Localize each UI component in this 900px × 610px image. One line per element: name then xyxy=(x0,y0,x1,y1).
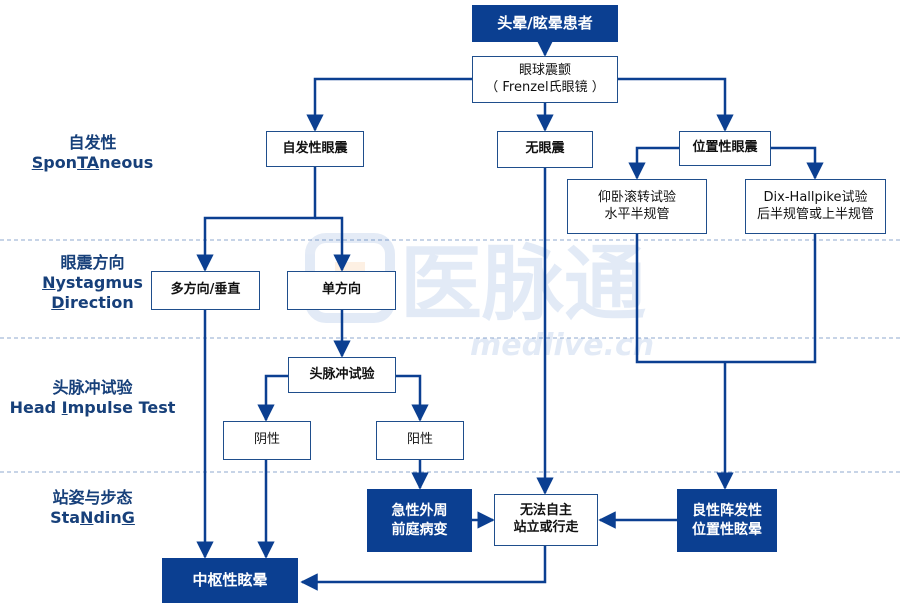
arrow-spontaneous-to-multi xyxy=(196,166,317,272)
node-text: 无法自主 xyxy=(519,503,572,519)
node-text: 位置性眩晕 xyxy=(692,521,762,538)
node-start: 头晕/眩晕患者 xyxy=(472,5,618,42)
node-acute-peripheral: 急性外周 前庭病变 xyxy=(367,489,472,552)
section-en: SponTAneous xyxy=(0,153,185,173)
node-text: 急性外周 xyxy=(391,503,448,520)
arrow-positional-to-supine xyxy=(628,146,679,180)
en-part: I xyxy=(61,398,68,417)
arrow-spontaneous-to-single xyxy=(315,216,351,272)
en-part: Head xyxy=(9,398,62,417)
en-part: ystagmus xyxy=(55,273,143,292)
connector-dix-down xyxy=(725,234,817,364)
section-cn: 头脉冲试验 xyxy=(52,378,133,397)
node-unable-to-stand: 无法自主 站立或行走 xyxy=(494,494,598,546)
node-bppv: 良性阵发性 位置性眩晕 xyxy=(677,489,777,552)
section-en-line2: Direction xyxy=(0,293,185,313)
section-cn: 站姿与步态 xyxy=(52,488,133,507)
arrow-positional-to-dix xyxy=(771,146,824,180)
watermark-en: medlive.cn xyxy=(470,328,654,363)
arrow-unable-to-central xyxy=(300,546,547,591)
en-part: neous xyxy=(99,153,154,172)
en-part: irection xyxy=(64,293,134,312)
node-text: 多方向/垂直 xyxy=(170,282,241,298)
section-label-spontaneous: 自发性 SponTAneous xyxy=(0,133,185,173)
node-supine-roll: 仰卧滚转试验 水平半规管 xyxy=(567,179,707,234)
node-text: 头晕/眩晕患者 xyxy=(497,13,593,32)
en-part: N xyxy=(80,508,94,527)
node-central-vertigo: 中枢性眩晕 xyxy=(162,558,298,603)
node-positive: 阳性 xyxy=(376,421,464,460)
en-part: Sta xyxy=(50,508,81,527)
node-text: 无眼震 xyxy=(525,141,565,157)
node-spontaneous: 自发性眼震 xyxy=(266,131,364,167)
node-text: 阳性 xyxy=(406,432,433,448)
node-text: 后半规管或上半规管 xyxy=(756,206,874,222)
section-en: StaNdinG xyxy=(0,508,185,528)
connector-supine-down xyxy=(635,234,725,364)
node-text: 站立或行走 xyxy=(513,520,579,535)
node-text: 位置性眼震 xyxy=(692,140,758,156)
node-text: 良性阵发性 xyxy=(692,503,762,520)
arrow-nystagmus-to-positional xyxy=(618,77,734,132)
section-dividers xyxy=(0,239,900,473)
section-en: Nystagmus xyxy=(0,273,185,293)
node-text: 头脉冲试验 xyxy=(309,366,375,382)
arrow-hit-to-positive xyxy=(396,374,429,422)
node-nystagmus: 眼球震颤 （ Frenzel氏眼镜 ） xyxy=(472,56,618,103)
node-text: 前庭病变 xyxy=(391,521,448,538)
node-dix-hallpike: Dix-Hallpike试验 后半规管或上半规管 xyxy=(745,179,886,234)
section-label-standing: 站姿与步态 StaNdinG xyxy=(0,488,185,528)
node-head-impulse-test: 头脉冲试验 xyxy=(288,357,396,393)
section-cn: 自发性 xyxy=(68,133,117,152)
en-part: N xyxy=(42,273,56,292)
en-part: S xyxy=(31,153,44,172)
node-text: 水平半规管 xyxy=(604,206,670,222)
en-part: din xyxy=(93,508,122,527)
node-multi-direction: 多方向/垂直 xyxy=(151,271,260,310)
en-part: pon xyxy=(43,153,78,172)
node-positional: 位置性眼震 xyxy=(679,131,771,166)
node-text: 中枢性眩晕 xyxy=(192,570,268,589)
en-part: G xyxy=(121,508,135,527)
section-en: Head Impulse Test xyxy=(0,398,185,418)
node-text: 单方向 xyxy=(321,282,361,298)
node-none: 无眼震 xyxy=(497,131,593,168)
node-text: 眼球震颤 xyxy=(518,62,571,78)
node-negative: 阴性 xyxy=(223,421,311,460)
node-text: 仰卧滚转试验 xyxy=(597,189,676,205)
section-cn: 眼震方向 xyxy=(60,253,125,272)
arrow-hit-to-negative xyxy=(257,374,288,422)
node-text: Dix-Hallpike试验 xyxy=(763,189,868,205)
en-part: D xyxy=(51,293,65,312)
en-part: TA xyxy=(77,153,100,172)
section-label-nystagmus-direction: 眼震方向 Nystagmus Direction xyxy=(0,253,185,313)
node-text: 阴性 xyxy=(253,432,280,448)
node-single-direction: 单方向 xyxy=(287,271,396,310)
en-part: mpulse Test xyxy=(67,398,176,417)
watermark-cn: 医脉通 xyxy=(400,237,646,332)
arrow-nystagmus-to-spontaneous xyxy=(306,77,472,132)
node-text: 自发性眼震 xyxy=(282,140,348,156)
node-text: （ Frenzel氏眼镜 ） xyxy=(485,79,605,95)
section-label-head-impulse: 头脉冲试验 Head Impulse Test xyxy=(0,378,185,418)
